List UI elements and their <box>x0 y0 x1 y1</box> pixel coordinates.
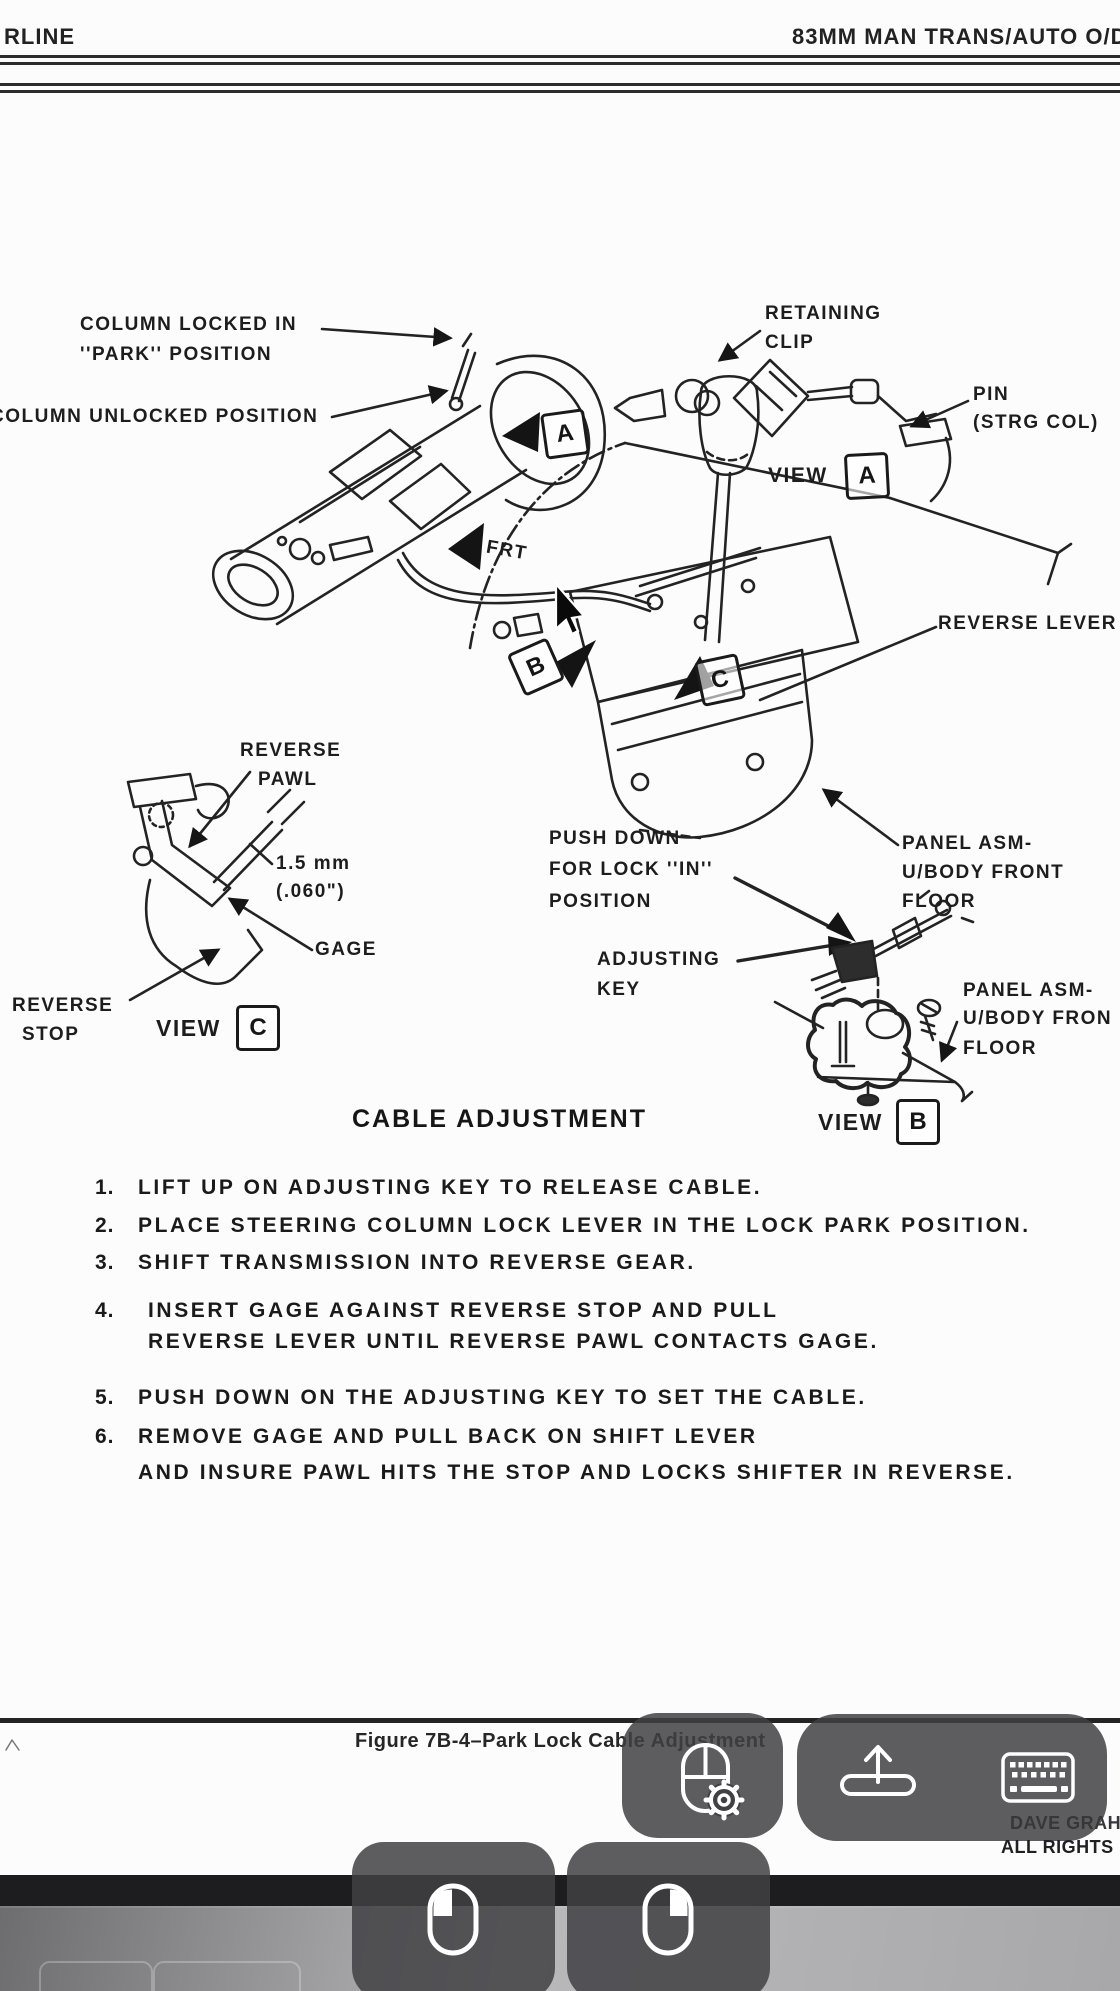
view-b-word: VIEW <box>818 1109 883 1135</box>
label-adjusting-key: ADJUSTING <box>597 949 721 970</box>
page-header-left: RLINE <box>4 24 75 49</box>
gear-icon <box>703 1779 745 1821</box>
section-title: CABLE ADJUSTMENT <box>352 1105 647 1133</box>
label-gap-mm: 1.5 mm <box>276 853 351 874</box>
label-gap-inch: (.060") <box>276 881 346 902</box>
step-number: 5. <box>95 1386 115 1409</box>
step-text: PLACE STEERING COLUMN LOCK LEVER IN THE … <box>138 1214 1031 1237</box>
label-pin-2: (STRG COL) <box>973 412 1099 433</box>
toolbar-toggle-button[interactable] <box>840 1745 916 1796</box>
left-click-button[interactable] <box>352 1842 555 1991</box>
mouse-left-click-icon <box>427 1883 479 1956</box>
view-a-marker: A <box>843 451 891 501</box>
label-reverse-pawl-2: PAWL <box>258 769 318 790</box>
label-retaining-clip-2: CLIP <box>765 332 815 353</box>
watermark-line1: DAVE GRAH <box>1010 1813 1120 1833</box>
view-b-marker: B <box>896 1099 940 1145</box>
page-header-right: 83MM MAN TRANS/AUTO O/D <box>792 24 1120 49</box>
label-gage: GAGE <box>315 939 377 960</box>
label-adjusting-key-2: KEY <box>597 979 641 1000</box>
step-text: SHIFT TRANSMISSION INTO REVERSE GEAR. <box>138 1251 696 1274</box>
viewer-background <box>0 1906 1120 1991</box>
header-rule <box>0 55 1120 65</box>
step-text: LIFT UP ON ADJUSTING KEY TO RELEASE CABL… <box>138 1176 763 1199</box>
label-column-unlocked: COLUMN UNLOCKED POSITION <box>0 406 319 427</box>
marker-c-on-panel: C <box>693 652 747 708</box>
step-text-continued: REVERSE LEVER UNTIL REVERSE PAWL CONTACT… <box>148 1330 879 1353</box>
label-push-down-2: FOR LOCK ''IN'' <box>549 859 714 880</box>
step-number: 1. <box>95 1176 115 1199</box>
label-retaining-clip: RETAINING <box>765 303 882 324</box>
keyboard-button[interactable] <box>1001 1752 1075 1803</box>
keyboard-icon <box>1001 1752 1075 1803</box>
label-reverse-lever: REVERSE LEVER <box>938 613 1117 634</box>
view-a-word: VIEW <box>768 464 828 487</box>
ghost-keys <box>0 1906 1120 1991</box>
step-number: 6. <box>95 1425 115 1448</box>
step-number: 2. <box>95 1214 115 1237</box>
step-text: INSERT GAGE AGAINST REVERSE STOP AND PUL… <box>148 1299 779 1322</box>
label-panel-front: PANEL ASM- <box>902 833 1033 854</box>
label-column-locked-2: ''PARK'' POSITION <box>80 344 273 365</box>
label-panel-front-2: U/BODY FRONT <box>902 862 1065 883</box>
label-reverse-stop: REVERSE <box>12 995 114 1016</box>
label-column-locked: COLUMN LOCKED IN <box>80 314 298 335</box>
label-panel-b-2: U/BODY FRON <box>963 1008 1113 1029</box>
watermark-line2: ALL RIGHTS <box>1001 1837 1114 1857</box>
step-text: REMOVE GAGE AND PULL BACK ON SHIFT LEVER <box>138 1425 758 1448</box>
step-number: 4. <box>95 1299 115 1322</box>
view-c-word: VIEW <box>156 1015 221 1041</box>
label-push-down-3: POSITION <box>549 891 652 912</box>
step-number: 3. <box>95 1251 115 1274</box>
mouse-settings-button[interactable] <box>622 1713 783 1838</box>
label-reverse-pawl: REVERSE <box>240 740 342 761</box>
toolbar-pill <box>797 1714 1107 1841</box>
page-bottom-band <box>0 1875 1120 1909</box>
marker-a-on-column: A <box>540 408 590 460</box>
label-push-down: PUSH DOWN <box>549 828 681 849</box>
page-top-rule <box>0 83 1120 93</box>
right-click-button[interactable] <box>567 1842 770 1991</box>
label-pin: PIN <box>973 384 1010 405</box>
label-panel-front-3: FLOOR <box>902 891 976 912</box>
mouse-settings-icon <box>681 1743 745 1821</box>
view-c-marker: C <box>236 1005 280 1051</box>
step-text-continued: AND INSURE PAWL HITS THE STOP AND LOCKS … <box>138 1461 1015 1484</box>
label-panel-b: PANEL ASM- <box>963 980 1094 1001</box>
label-panel-b-3: FLOOR <box>963 1038 1037 1059</box>
mouse-right-click-icon <box>642 1883 694 1956</box>
label-reverse-stop-2: STOP <box>22 1024 80 1045</box>
step-text: PUSH DOWN ON THE ADJUSTING KEY TO SET TH… <box>138 1386 867 1409</box>
